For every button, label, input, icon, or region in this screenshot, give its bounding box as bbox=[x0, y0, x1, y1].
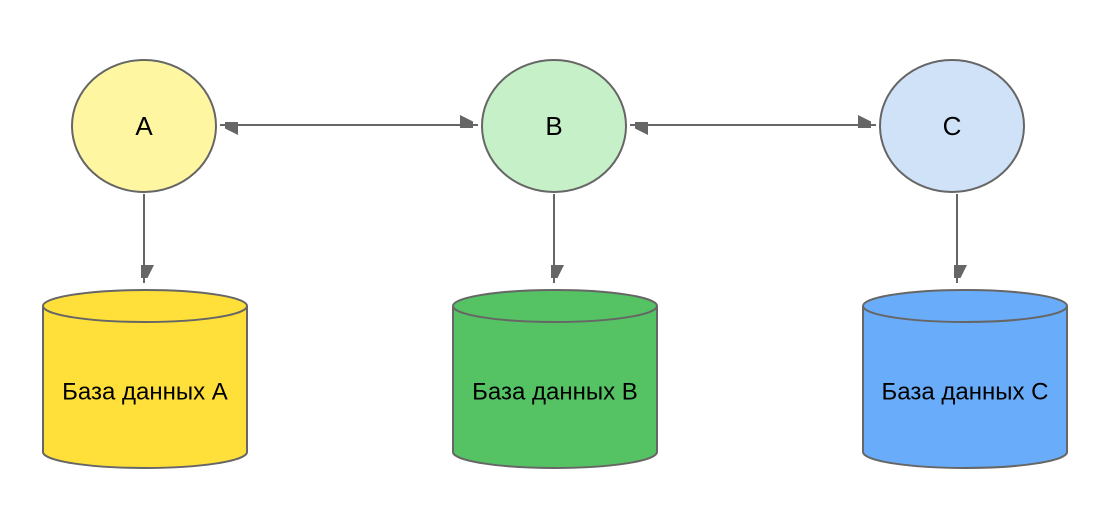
database-b-body bbox=[452, 289, 658, 469]
node-c-label: C bbox=[943, 111, 962, 141]
database-a bbox=[42, 289, 248, 469]
shapes-layer bbox=[42, 59, 1068, 469]
node-b-circle bbox=[481, 59, 627, 193]
database-b bbox=[452, 289, 658, 469]
node-a-circle bbox=[71, 59, 217, 193]
database-c bbox=[862, 289, 1068, 469]
labels-layer: A B C База данных A База данных B База д… bbox=[62, 111, 1048, 406]
node-c-circle bbox=[879, 59, 1025, 193]
node-c bbox=[879, 59, 1025, 193]
node-b bbox=[481, 59, 627, 193]
edges-layer bbox=[144, 125, 957, 283]
database-a-rim bbox=[42, 305, 248, 323]
database-a-body bbox=[42, 289, 248, 469]
database-c-label: База данных C bbox=[882, 379, 1049, 406]
database-a-label: База данных A bbox=[62, 379, 228, 406]
database-b-label: База данных B bbox=[472, 379, 638, 406]
node-a-label: A bbox=[135, 111, 153, 141]
node-a bbox=[71, 59, 217, 193]
database-c-body bbox=[862, 289, 1068, 469]
database-b-rim bbox=[452, 305, 658, 323]
node-b-label: B bbox=[545, 111, 562, 141]
database-c-rim bbox=[862, 305, 1068, 323]
